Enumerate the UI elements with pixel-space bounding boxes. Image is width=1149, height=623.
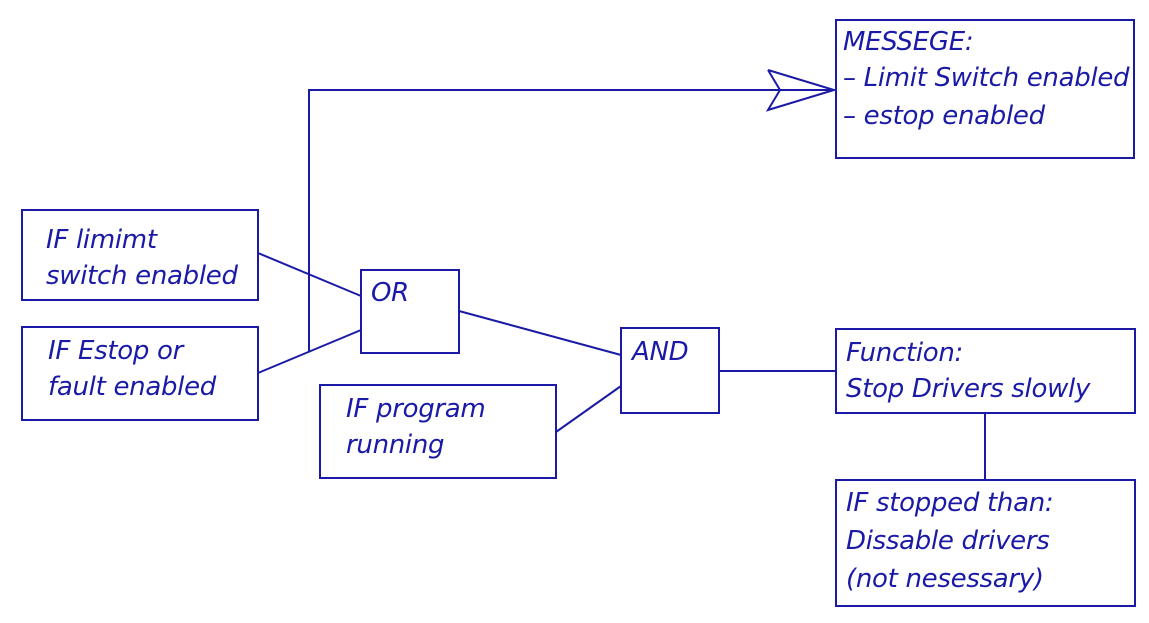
limit-switch-line-2: switch enabled bbox=[46, 261, 238, 291]
or-gate-box bbox=[360, 269, 460, 354]
message-line-3: – estop enabled bbox=[843, 101, 1045, 131]
edge-estop-to-or bbox=[257, 329, 362, 374]
and-gate-label: AND bbox=[632, 337, 689, 367]
message-line-2: – Limit Switch enabled bbox=[843, 63, 1130, 93]
stopped-line-1: IF stopped than: bbox=[846, 488, 1054, 518]
stopped-box bbox=[835, 479, 1136, 607]
limit-switch-line-1: IF limimt bbox=[46, 225, 157, 255]
stopped-line-3: (not nesessary) bbox=[846, 564, 1044, 594]
or-gate-label: OR bbox=[371, 278, 409, 308]
program-running-box bbox=[319, 384, 557, 479]
arrowhead-icon bbox=[765, 69, 838, 112]
function-line-2: Stop Drivers slowly bbox=[846, 374, 1091, 404]
edge-to-message bbox=[308, 89, 832, 351]
estop-box bbox=[21, 326, 259, 421]
function-box bbox=[835, 328, 1136, 414]
program-running-line-1: IF program bbox=[346, 394, 486, 424]
program-running-line-2: running bbox=[346, 430, 445, 460]
limit-switch-box bbox=[21, 209, 259, 301]
and-gate-box bbox=[620, 327, 720, 414]
edge-program-to-and bbox=[555, 385, 622, 433]
stopped-line-2: Dissable drivers bbox=[846, 526, 1050, 556]
message-line-1: MESSEGE: bbox=[843, 27, 974, 57]
estop-line-1: IF Estop or bbox=[48, 336, 184, 366]
estop-line-2: fault enabled bbox=[48, 372, 216, 402]
function-line-1: Function: bbox=[846, 338, 964, 368]
edge-or-to-and bbox=[458, 310, 622, 356]
message-box bbox=[835, 19, 1135, 159]
